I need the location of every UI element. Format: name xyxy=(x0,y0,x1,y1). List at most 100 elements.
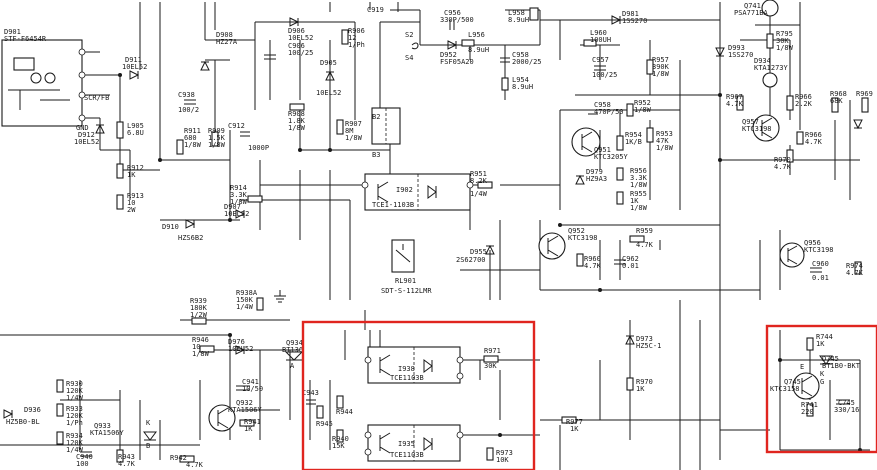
d979-part: HZ9A3 xyxy=(586,175,607,183)
l958-value: 8.9uH xyxy=(508,16,529,24)
r953-label: R953 xyxy=(656,130,673,138)
r939-label: R939 xyxy=(190,297,207,305)
r934-label: R934 xyxy=(66,432,83,440)
r907-power: 1/8W xyxy=(345,134,363,142)
d905-diode: D905 10EL52 xyxy=(316,59,341,97)
r967-value: 4.7K xyxy=(726,100,744,108)
rl901-part: SDT-S-112LMR xyxy=(381,287,432,295)
r912-value: 1K xyxy=(127,171,136,179)
r973-label: R973 xyxy=(496,449,513,457)
r946-power: 1/8W xyxy=(192,350,210,358)
r955-value: 1K xyxy=(630,197,639,205)
l954-label: L954 xyxy=(512,76,529,84)
d981-diode: D981 1SS270 xyxy=(611,10,647,25)
r930-resistor: R930 120K 1/4W xyxy=(56,379,84,402)
r951-power: 1/4W xyxy=(470,190,488,198)
d905-part: 10EL52 xyxy=(316,89,341,97)
r970b-label: R970 xyxy=(636,378,653,386)
d912-label: D912 xyxy=(78,131,95,139)
r971-value: 30K xyxy=(484,362,497,370)
r970b-value: 1K xyxy=(636,385,645,393)
ground-symbol xyxy=(274,290,286,303)
c912-value: 1000P xyxy=(248,144,269,152)
q933-label: Q933 xyxy=(94,422,111,430)
r952-value: 1/8W xyxy=(634,106,652,114)
q956-part: KTC3198 xyxy=(804,246,834,254)
r956-label: R956 xyxy=(630,167,647,175)
r968-resistor: R968 68K xyxy=(830,90,847,113)
c919-label: C919 xyxy=(367,6,384,14)
q934-pin-a: A xyxy=(290,362,295,370)
r911-value: 680 xyxy=(184,134,197,142)
q933-part: KTA1506Y xyxy=(90,429,125,437)
r909-label: R909 xyxy=(208,127,225,135)
r977-label: R977 xyxy=(566,418,583,426)
d745-diode: D745 BT1B0-BKT K G xyxy=(819,355,861,386)
r944-label: R944 xyxy=(336,408,353,416)
pin-gnd-label: GND xyxy=(76,124,89,132)
r966b-label: R966 xyxy=(805,131,822,139)
c940-label: C940 xyxy=(76,453,93,461)
r969-label: R969 xyxy=(856,90,873,98)
c960-label: C960 xyxy=(812,260,829,268)
r966-label: R966 xyxy=(795,93,812,101)
r741-resistor: R741 220 xyxy=(801,401,818,417)
r939-resistor: R939 180K 1/2W xyxy=(190,297,208,325)
r952-resistor: R952 1/8W xyxy=(626,99,652,117)
r938a-value: 150K xyxy=(236,296,254,304)
r951-value: 8.2K xyxy=(470,177,488,185)
r942-label: R942 xyxy=(170,454,187,462)
d936-label: D936 xyxy=(24,406,41,414)
r955-label: R955 xyxy=(630,190,647,198)
d976-diode: D976 10EL52 xyxy=(228,338,253,355)
c962-capacitor: C962 0.01 xyxy=(614,255,639,270)
d908-diode: D908 HZ27A xyxy=(200,31,238,71)
r957-power: 1/8W xyxy=(652,70,670,78)
r970-resistor: R970 4.7K xyxy=(774,149,794,171)
q934-part: BT136 xyxy=(282,346,303,354)
c906-label: C906 xyxy=(288,42,305,50)
r911-power: 1/8W xyxy=(184,141,202,149)
q956-transistor: Q956 KTC3198 xyxy=(779,239,834,268)
highlight-box-q745 xyxy=(765,324,877,454)
d936-part: HZ5B0-BL xyxy=(6,418,40,426)
c919-capacitor: C919 xyxy=(367,6,384,14)
c958-label: C958 xyxy=(512,51,529,59)
r956-resistor: R956 3.3K 1/8W xyxy=(616,167,648,189)
d934-part: KTA1273Y xyxy=(754,64,789,72)
d745-pin-g: G xyxy=(820,378,824,386)
r970b-resistor: R970 1K xyxy=(626,377,653,393)
r960-resistor: R960 4.7K xyxy=(576,253,602,270)
d936-diode: D936 HZ5B0-BL xyxy=(3,406,41,426)
d973-part: HZ5C-1 xyxy=(636,342,661,350)
svg-text:B3: B3 xyxy=(372,151,380,159)
i902-optocoupler: I902 TCE1-1103B xyxy=(361,173,474,211)
r945-resistor: R945 xyxy=(316,405,333,428)
r906-value: 12 xyxy=(348,34,356,42)
r912-resistor: R912 1K xyxy=(116,163,144,179)
d973-diode: D973 HZ5C-1 xyxy=(625,334,661,350)
q933-pin-k: K xyxy=(146,419,151,427)
diode-right-zener xyxy=(853,119,863,130)
r966-resistor: R966 2.2K xyxy=(786,93,813,111)
l954-value: 8.9uH xyxy=(512,83,533,91)
r951-label: R951 xyxy=(470,170,487,178)
l905-value: 6.8U xyxy=(127,129,144,137)
i935-label: I935 xyxy=(398,440,415,448)
r941-resistor: R941 1K xyxy=(239,418,261,433)
r946-value: 10 xyxy=(192,343,200,351)
r795-label: R795 xyxy=(776,30,793,38)
r973-value: 10K xyxy=(496,456,509,464)
r946-resistor: R946 10 1/8W xyxy=(192,336,215,358)
c957-value: 100/25 xyxy=(592,71,617,79)
d907-diode: D907 10EL52 xyxy=(224,203,249,219)
r940-value: 15K xyxy=(332,442,345,450)
d906-label: D906 xyxy=(288,27,305,35)
d905-label: D905 xyxy=(320,59,337,67)
r954-resistor: R954 1K/B xyxy=(616,131,642,151)
d911-part: 10EL52 xyxy=(122,63,147,71)
r941-value: 1K xyxy=(244,425,253,433)
r933-value: 120K xyxy=(66,412,84,420)
c906-capacitor: C906 100/25 xyxy=(264,42,313,60)
r971-label: R971 xyxy=(484,347,501,355)
